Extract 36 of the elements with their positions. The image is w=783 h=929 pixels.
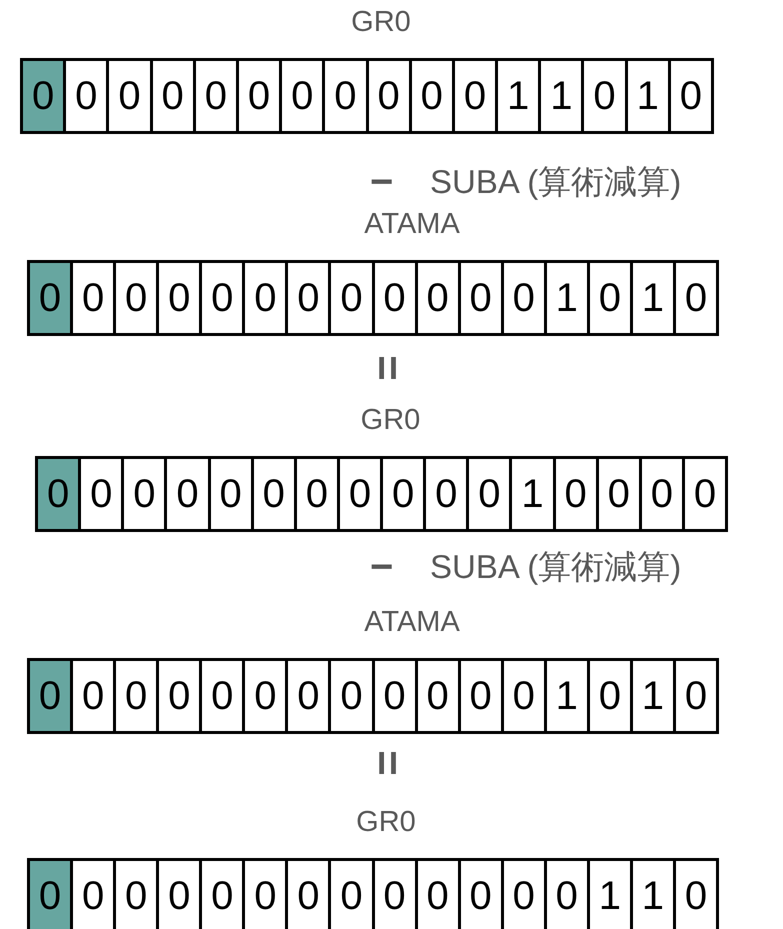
bit-cell: 0 — [423, 459, 466, 529]
register-name: ATAMA — [364, 207, 460, 242]
register-name: GR0 — [356, 805, 416, 840]
operation-label: SUBA (算術減算) — [430, 547, 682, 587]
register-name: ATAMA — [364, 605, 460, 640]
bit-cell: 0 — [78, 459, 122, 529]
bit-cell: 0 — [199, 263, 242, 333]
bit-cell: 0 — [285, 861, 328, 929]
bit-cell: 0 — [199, 661, 242, 731]
bit-cell: 0 — [199, 861, 242, 929]
register-name: GR0 — [351, 5, 411, 40]
bit-cell: 0 — [285, 263, 328, 333]
bit-cell: 0 — [466, 459, 510, 529]
equals-sign: = — [364, 750, 409, 776]
bit-cell: 1 — [495, 61, 538, 131]
register-name: GR0 — [360, 403, 420, 438]
bit-cell: 0 — [156, 263, 200, 333]
bit-cell: 0 — [285, 661, 328, 731]
bit-cell: 0 — [156, 861, 200, 929]
bit-cell: 0 — [156, 661, 200, 731]
equals-sign: = — [364, 355, 409, 381]
sign-bit-cell: 0 — [30, 661, 70, 731]
bit-cell: 1 — [538, 61, 582, 131]
bit-cell: 0 — [242, 263, 286, 333]
bit-cell: 0 — [63, 61, 106, 131]
bit-cell: 0 — [242, 661, 286, 731]
sign-bit-cell: 0 — [30, 861, 70, 929]
bit-cell: 0 — [279, 61, 322, 131]
minus-sign: − — [370, 160, 394, 204]
sign-bit-cell: 0 — [23, 61, 64, 131]
bit-cell: 0 — [242, 861, 286, 929]
sign-bit-cell: 0 — [30, 263, 70, 333]
operation-label: SUBA (算術減算) — [430, 162, 682, 202]
bit-cell: 0 — [121, 459, 164, 529]
minus-sign: − — [370, 545, 394, 589]
sign-bit-cell: 0 — [38, 459, 78, 529]
